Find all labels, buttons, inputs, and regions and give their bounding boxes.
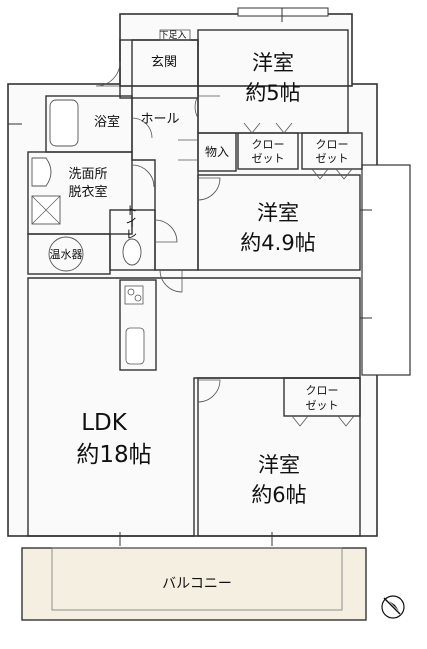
- room1-name: 洋室: [252, 51, 294, 75]
- ldk-room: [27, 277, 361, 537]
- storage-closet: [197, 132, 237, 172]
- toilet-icon: [122, 238, 142, 266]
- north-arrow-icon: [381, 595, 405, 619]
- room1-size: 約5帖: [245, 81, 300, 105]
- door-genkan: [95, 61, 121, 87]
- door-western2: [197, 177, 221, 201]
- closet2-line1: クロー: [316, 138, 349, 151]
- window-marks: [8, 8, 372, 546]
- door-washroom: [131, 164, 155, 188]
- door-western1: [194, 95, 220, 119]
- outer-wall: [7, 83, 378, 537]
- door-western3: [197, 379, 221, 403]
- room3-name: 洋室: [258, 453, 300, 477]
- sink-icon: [125, 327, 145, 365]
- closet-2: [301, 132, 363, 170]
- closet3-line2: ゼット: [306, 399, 339, 412]
- balcony-inner: [51, 547, 343, 611]
- closet-door-3: [291, 415, 355, 427]
- closet-door-1: [243, 122, 293, 134]
- door-ldk: [159, 269, 183, 293]
- genkan-floor: [119, 39, 199, 99]
- storage-label: 物入: [205, 145, 229, 159]
- closet-3: [283, 377, 361, 417]
- water-heater-icon: [48, 236, 84, 272]
- washer-pan-icon: [31, 195, 61, 225]
- right-bay-window: [361, 164, 411, 376]
- washbasin-icon: [31, 157, 52, 187]
- water-heater-room: [27, 233, 111, 275]
- balcony-label: バルコニー: [162, 576, 232, 592]
- water-heater-label: 温水器: [50, 248, 83, 261]
- upper-wing-wall: [119, 13, 353, 87]
- genkan-label: 玄関: [151, 55, 177, 70]
- room3-size: 約6帖: [251, 483, 306, 507]
- door-bath: [131, 117, 153, 139]
- toilet-label: トイレ: [124, 204, 138, 240]
- washroom-label-1: 洗面所: [68, 167, 107, 182]
- closet1-line1: クロー: [252, 138, 285, 151]
- room2-size: 約4.9帖: [240, 231, 315, 255]
- closet-door-2: [311, 168, 353, 180]
- top-window-frame: [237, 7, 329, 17]
- closet1-line2: ゼット: [252, 152, 285, 165]
- hall-label: ホール: [140, 112, 179, 127]
- closet2-line2: ゼット: [316, 152, 349, 165]
- shoe-cabinet: [159, 29, 191, 41]
- shitasokuiri-label: 下足入: [159, 30, 186, 41]
- stove-icon: [124, 285, 144, 305]
- bath-label: 浴室: [94, 114, 120, 130]
- ldk-size: 約18帖: [76, 442, 151, 468]
- balcony-area: [21, 547, 367, 621]
- door-toilet: [154, 219, 178, 243]
- ldk-name: LDK: [81, 410, 128, 436]
- kitchen-counter: [119, 279, 157, 371]
- bathtub-icon: [49, 99, 79, 147]
- door-storage: [178, 139, 198, 161]
- room2-name: 洋室: [257, 201, 299, 225]
- washroom-label-2: 脱衣室: [68, 184, 107, 200]
- closet3-line1: クロー: [306, 384, 339, 397]
- closet-1: [237, 132, 299, 170]
